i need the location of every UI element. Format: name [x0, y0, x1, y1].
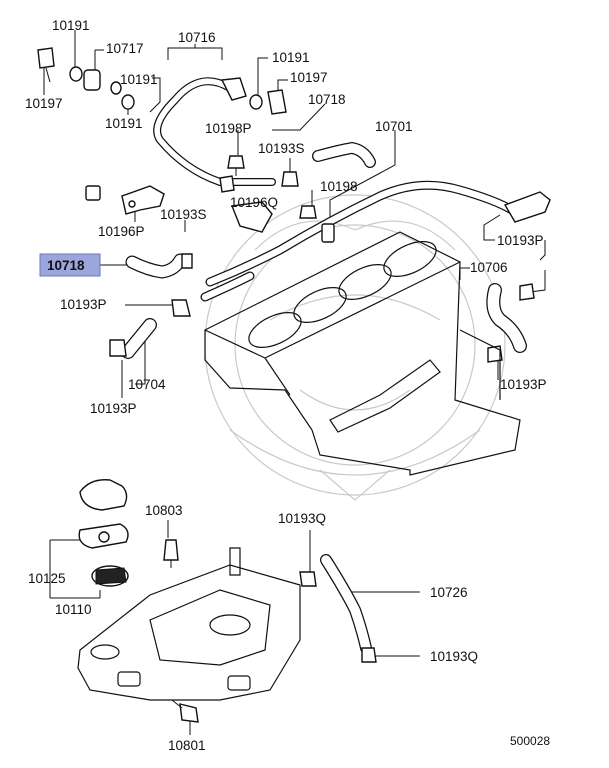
parts-drawings	[37, 47, 551, 723]
part-label[interactable]: 10193S	[160, 207, 207, 222]
part-label[interactable]: 10193P	[60, 297, 107, 312]
diagram-code: 500028	[510, 734, 550, 748]
part-label[interactable]: 10193S	[258, 141, 305, 156]
part-label[interactable]: 10196P	[98, 224, 145, 239]
part-label[interactable]: 10198P	[205, 121, 252, 136]
part-label[interactable]: 10803	[145, 503, 183, 518]
part-label[interactable]: 10197	[290, 70, 328, 85]
part-label[interactable]: 10716	[178, 30, 216, 45]
part-label[interactable]: 10718	[308, 92, 346, 107]
part-label[interactable]: 10193P	[497, 233, 544, 248]
highlighted-part-label[interactable]: 10718	[39, 253, 101, 277]
part-label[interactable]: 10191	[52, 18, 90, 33]
part-label[interactable]: 10197	[25, 96, 63, 111]
part-label[interactable]: 10196Q	[230, 195, 278, 210]
part-label[interactable]: 10726	[430, 585, 468, 600]
part-label[interactable]: 10191	[105, 116, 143, 131]
part-label[interactable]: 10193P	[500, 377, 547, 392]
part-label[interactable]: 10191	[120, 72, 158, 87]
part-label-selected[interactable]: 10718	[47, 258, 85, 273]
part-label[interactable]: 10110	[55, 602, 92, 617]
part-label[interactable]: 10193P	[90, 401, 137, 416]
part-labels: 10191 10717 10197 10191 10191 10716 1019…	[25, 18, 550, 753]
part-label[interactable]: 10704	[128, 377, 166, 392]
part-label[interactable]: 10717	[106, 41, 144, 56]
part-label[interactable]: 10193Q	[430, 649, 478, 664]
part-label[interactable]: 10801	[168, 738, 206, 753]
part-label[interactable]: 10125	[28, 571, 66, 586]
part-label[interactable]: 10198	[320, 179, 358, 194]
part-label[interactable]: 10701	[375, 119, 413, 134]
part-label[interactable]: 10191	[272, 50, 310, 65]
watermark-emblem	[204, 194, 506, 501]
part-label[interactable]: 10706	[470, 260, 508, 275]
highlight-box	[39, 253, 101, 277]
leader-lines	[43, 30, 546, 735]
part-label[interactable]: 10193Q	[278, 511, 326, 526]
